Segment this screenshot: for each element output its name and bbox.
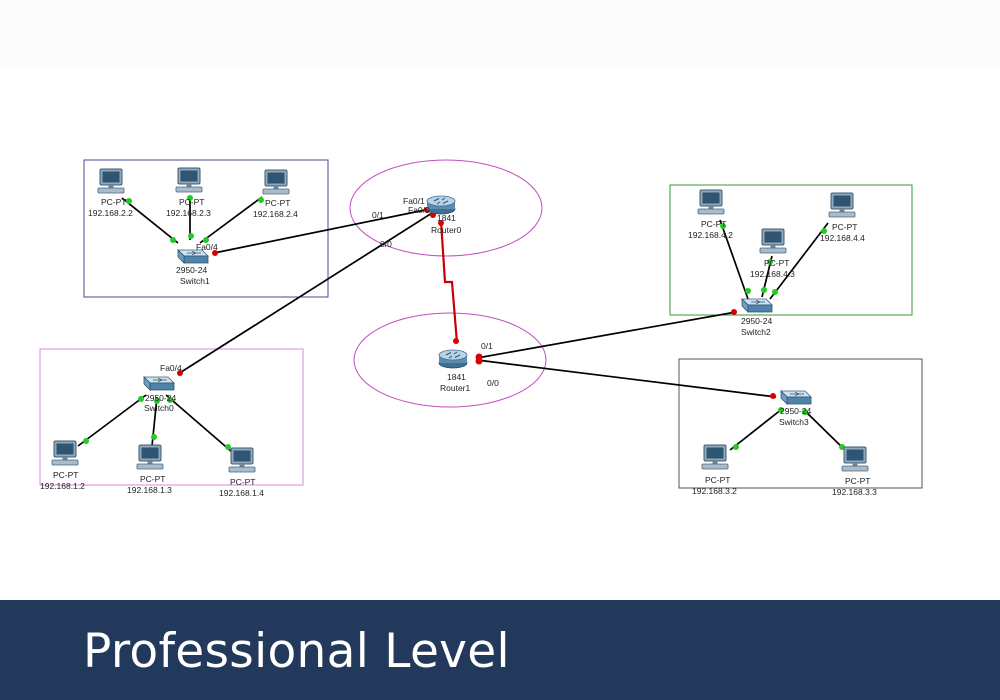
switch-2[interactable] [741,298,773,313]
pc-192-168-4-3[interactable] [759,228,787,254]
wan-ellipse-router0 [349,159,543,257]
pc-192-168-1-4[interactable] [228,447,256,473]
link-pc-3-3 [803,409,846,451]
port-up-dots [83,195,845,450]
iface-switch1-fa0-4: Fa0/4 [196,242,218,252]
iface-r0-fa0-0: Fa0/0 [408,205,430,215]
switch-0-model: 2950-24 [145,393,176,403]
pc-4-4-type: PC-PT [832,222,858,232]
link-pc-2-2 [121,197,179,244]
pc-2-4-type: PC-PT [265,198,291,208]
iface-r0-fa0-1: Fa0/1 [403,196,425,206]
pc-192-168-4-2[interactable] [697,189,725,215]
pc-1-4-ip: 192.168.1.4 [219,488,264,498]
switch-0[interactable] [143,376,175,391]
pc-3-2-type: PC-PT [705,475,731,485]
pc-192-168-4-4[interactable] [828,192,856,218]
lan-box-switch1 [83,159,329,298]
pc-1-2-ip: 192.168.1.2 [40,481,85,491]
switch-2-name: Switch2 [741,327,771,337]
pc-192-168-3-2[interactable] [701,444,729,470]
pc-3-3-ip: 192.168.3.3 [832,487,877,497]
router-0[interactable] [426,195,456,215]
link-pc-2-4 [199,196,263,244]
pc-192-168-2-2[interactable] [97,168,125,194]
pc-1-4-type: PC-PT [230,477,256,487]
link-switch1-router0 [213,208,431,254]
pc-2-3-type: PC-PT [179,197,205,207]
pc-2-2-type: PC-PT [101,197,127,207]
pc-1-2-type: PC-PT [53,470,79,480]
pc-2-2-ip: 192.168.2.2 [88,208,133,218]
iface-switch0-fa0-4: Fa0/4 [160,363,182,373]
pc-1-3-ip: 192.168.1.3 [127,485,172,495]
lan-box-switch2 [669,184,913,316]
pc-4-2-type: PC-PT [701,219,727,229]
pc-192-168-1-3[interactable] [136,444,164,470]
iface-r0-0-0: 0/0 [380,239,392,249]
link-pc-1-4 [165,394,233,453]
pc-192-168-3-3[interactable] [841,446,869,472]
link-router1-switch2 [476,311,737,359]
network-canvas [28,155,933,495]
iface-r1-0-0: 0/0 [487,378,499,388]
iface-r1-0-1: 0/1 [481,341,493,351]
router-0-model: 1841 [437,213,456,223]
router-0-name: Router0 [431,225,462,235]
pc-192-168-2-4[interactable] [262,169,290,195]
link-switch0-router0 [177,212,433,375]
pc-2-4-ip: 192.168.2.4 [253,209,298,219]
router-1-model: 1841 [447,372,466,382]
link-router1-switch3 [476,359,777,398]
router-1-name: Router1 [440,383,471,393]
lan-box-switch3 [678,358,923,489]
switch-1-model: 2950-24 [176,265,207,275]
pc-4-3-ip: 192.168.4.3 [750,269,795,279]
network-topology: 1841 Router0 1841 Router1 2950-24 Switch… [39,159,923,498]
switch-1-name: Switch1 [180,276,210,286]
switch-3-model: 2950-24 [780,406,811,416]
link-pc-4-2 [719,219,749,300]
footer-banner: Professional Level [0,600,1000,700]
switch-3-name: Switch3 [779,417,809,427]
pc-4-4-ip: 192.168.4.4 [820,233,865,243]
switch-3[interactable] [780,390,812,405]
lan-box-switch0 [39,348,304,486]
link-pc-4-4 [769,222,829,300]
ethernet-links [77,196,846,453]
switch-0-name: Switch0 [144,403,174,413]
switch-2-model: 2950-24 [741,316,772,326]
pc-192-168-1-2[interactable] [51,440,79,466]
pc-192-168-2-3[interactable] [175,167,203,193]
pc-1-3-type: PC-PT [140,474,166,484]
pc-3-3-type: PC-PT [845,476,871,486]
port-down-dots [177,207,776,399]
pc-4-2-ip: 192.168.4.2 [688,230,733,240]
iface-r0-0-1: 0/1 [372,210,384,220]
pc-3-2-ip: 192.168.3.2 [692,486,737,496]
link-pc-1-2 [77,394,147,447]
pc-4-3-type: PC-PT [764,258,790,268]
wan-ellipse-router1 [353,312,547,408]
router-1[interactable] [438,349,468,369]
top-band [0,0,1000,68]
serial-link-router0-router1 [439,220,459,344]
link-pc-3-2 [729,408,783,451]
pc-2-3-ip: 192.168.2.3 [166,208,211,218]
footer-title: Professional Level [83,624,510,679]
